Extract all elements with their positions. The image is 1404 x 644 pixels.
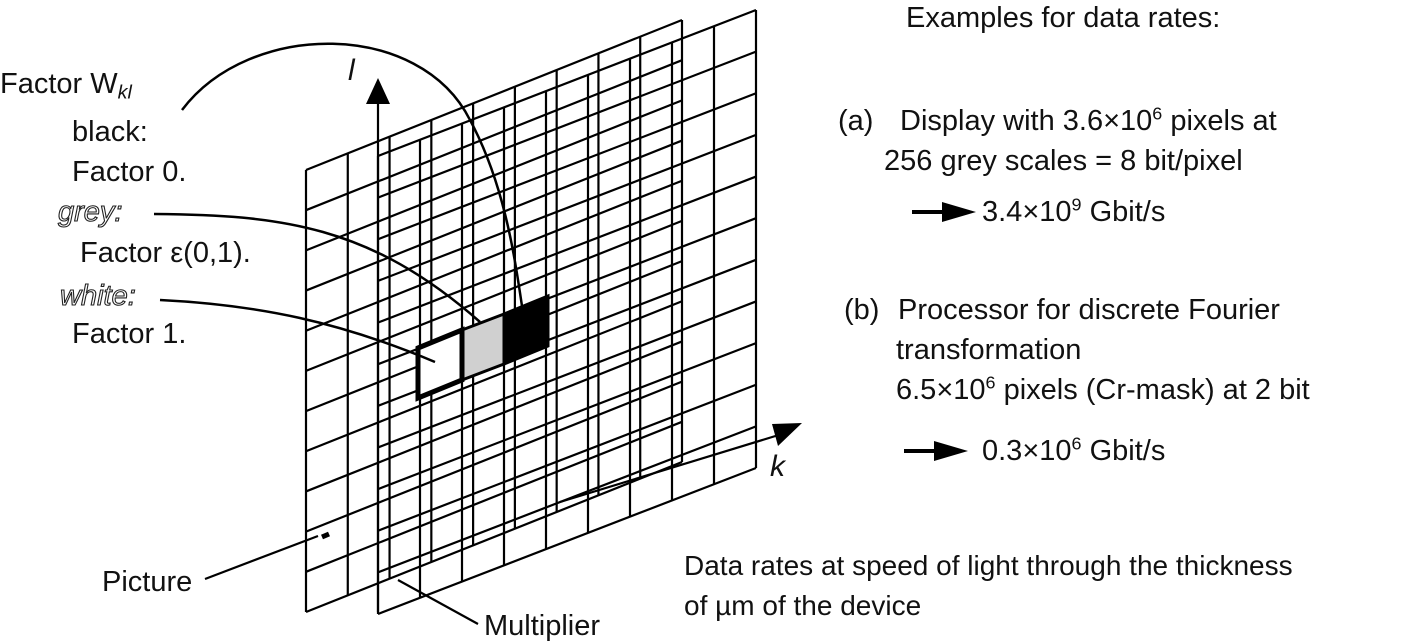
picture-grid-row-line — [305, 139, 683, 292]
speed-of-light-note-line1: Data rates at speed of light through the… — [684, 550, 1293, 581]
picture-grid-row-line — [305, 219, 683, 372]
factor-wkl-label: Factor Wkl — [0, 68, 132, 104]
k-axis-line — [559, 432, 783, 504]
multiplier-grid-row-line — [377, 133, 757, 282]
example-b-line1: Processor for discrete Fourier — [898, 294, 1280, 326]
grey-pointer-curve — [153, 212, 481, 323]
multiplier-grid-row-line — [377, 300, 757, 449]
picture-grid-row-line — [305, 59, 683, 212]
multiplier-grid-row-line — [377, 175, 757, 324]
picture-grid-row-line — [305, 460, 683, 614]
picture-pointer-dot — [321, 531, 330, 540]
example-b-line3: 6.5×106 pixels (Cr-mask) at 2 bit — [896, 372, 1310, 406]
picture-grid-row-line — [305, 179, 683, 332]
picture-grid-row-line — [305, 420, 683, 573]
black-pointer-curve — [181, 42, 524, 307]
example-a-marker: (a) — [838, 105, 874, 137]
picture-leader-line — [204, 534, 319, 581]
result-b-arrowhead — [934, 441, 968, 461]
white-pointer-curve — [159, 298, 436, 364]
picture-grid-row-line — [305, 18, 683, 172]
example-b-result: 0.3×106 Gbit/s — [982, 433, 1166, 467]
white-cell — [415, 326, 465, 402]
picture-grid-row-line — [305, 380, 683, 533]
picture-label: Picture — [102, 566, 193, 598]
black-cell — [502, 293, 550, 367]
grey-label: grey: — [57, 196, 123, 228]
picture-grid — [304, 18, 684, 614]
picture-grid-row-line — [305, 340, 683, 493]
multiplier-label: Multiplier — [484, 610, 601, 642]
example-b-line2: transformation — [896, 334, 1082, 366]
multiplier-leader-line — [397, 579, 479, 625]
multiplier-grid — [376, 8, 758, 616]
grey-factor-value: Factor ε(0,1). — [80, 237, 251, 269]
black-label: black: — [72, 116, 148, 148]
k-axis-arrowhead — [772, 423, 802, 446]
multiplier-grid-row-line — [377, 50, 757, 199]
result-a-arrowhead — [942, 202, 976, 222]
example-a-line2: 256 grey scales = 8 bit/pixel — [884, 145, 1243, 177]
example-b-marker: (b) — [844, 294, 880, 326]
white-factor-value: Factor 1. — [72, 318, 187, 350]
white-label: white: — [59, 280, 136, 312]
examples-title: Examples for data rates: — [906, 2, 1221, 34]
multiplier-grid-row-line — [377, 342, 757, 491]
picture-grid-row-line — [305, 300, 683, 453]
example-a-line1: Display with 3.6×106 pixels at — [900, 103, 1277, 137]
example-a-result: 3.4×109 Gbit/s — [982, 194, 1166, 228]
multiplier-grid-row-line — [377, 8, 757, 158]
black-factor-value: Factor 0. — [72, 156, 187, 188]
multiplier-grid-row-line — [377, 92, 757, 241]
multiplier-grid-row-line — [377, 466, 757, 616]
l-axis-label: l — [348, 54, 355, 87]
multiplier-grid-row-line — [377, 383, 757, 532]
l-axis-arrowhead — [366, 78, 390, 104]
k-axis-label: k — [770, 450, 785, 483]
grey-cell — [460, 311, 506, 383]
speed-of-light-note-line2: of µm of the device — [684, 590, 922, 621]
